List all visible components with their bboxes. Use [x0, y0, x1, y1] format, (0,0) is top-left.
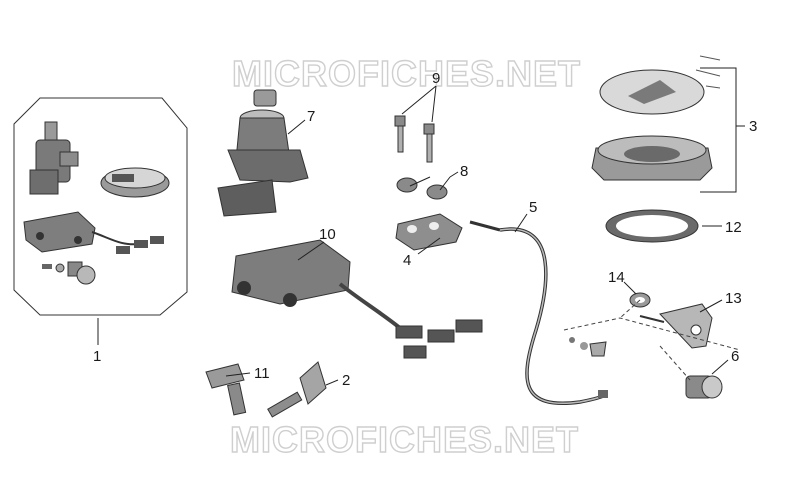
small-fasteners	[569, 337, 607, 357]
ecu-module-small	[23, 211, 164, 254]
bolts-9	[394, 115, 435, 163]
gasket-12	[605, 209, 699, 243]
callout-4: 4	[403, 252, 411, 269]
ecu-module	[231, 239, 483, 359]
callout-7: 7	[307, 108, 315, 125]
latch-plate-13	[639, 303, 713, 349]
cable-5	[469, 220, 608, 405]
assembly-guide-lines	[563, 299, 741, 381]
leader-lines	[97, 67, 745, 386]
callout-10: 10	[319, 226, 336, 243]
callout-8: 8	[460, 163, 468, 180]
callout-14: 14	[608, 269, 625, 286]
callout-13: 13	[725, 290, 742, 307]
lock-barrel-6	[685, 375, 723, 399]
ignition-switch	[217, 89, 309, 217]
callout-1: 1	[93, 348, 101, 365]
fuel-cap-small	[100, 167, 170, 198]
callout-2: 2	[342, 372, 350, 389]
callout-5: 5	[529, 199, 537, 216]
kit-outline-frame	[13, 97, 188, 316]
lock-cylinder-small	[42, 261, 96, 285]
callout-6: 6	[731, 348, 739, 365]
watermark-bottom: MICROFICHES.NET	[230, 419, 579, 460]
callout-9: 9	[432, 70, 440, 87]
fuel-cap-assembly	[591, 55, 721, 181]
ignition-switch-small	[29, 121, 79, 195]
watermark-top: MICROFICHES.NET	[232, 53, 581, 94]
key-2	[267, 361, 327, 418]
callout-3: 3	[749, 118, 757, 135]
callout-12: 12	[725, 219, 742, 236]
callout-11: 11	[254, 365, 270, 382]
key-11	[205, 363, 247, 416]
nuts-8	[396, 177, 448, 200]
bracket-4	[395, 213, 463, 251]
